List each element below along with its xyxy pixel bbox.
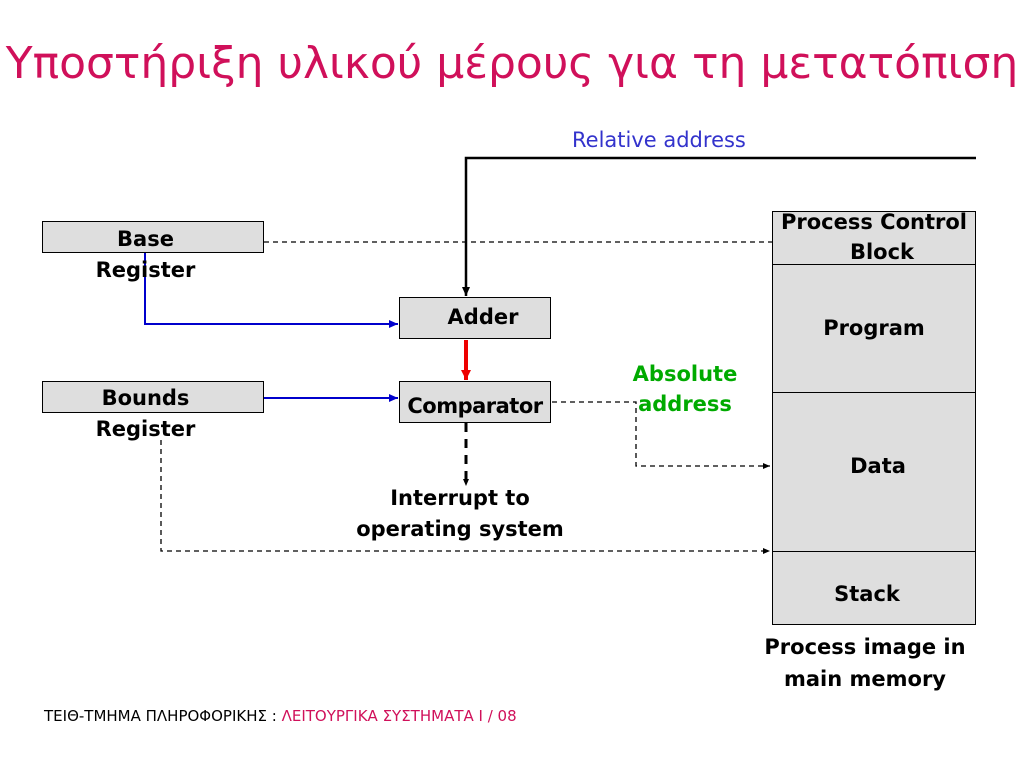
relative-address-label: Relative address	[572, 128, 746, 152]
comparator-label: Comparator	[407, 394, 543, 418]
relative-address-wire	[462, 156, 976, 296]
memory-caption-1: Process image in	[764, 635, 966, 659]
base-register-box	[42, 221, 264, 253]
interrupt-label-1: Interrupt to	[390, 486, 530, 510]
memory-program	[772, 264, 976, 393]
footer-course: ΛΕΙΤΟΥΡΓΙΚΑ ΣΥΣΤΗΜΑΤΑ Ι / 08	[281, 707, 517, 725]
bounds-to-memory-dashed	[160, 440, 770, 554]
pcb-label-1: Process Control	[781, 210, 967, 234]
base-register-label: Base Register	[95, 227, 196, 282]
absolute-address-label-2: address	[638, 392, 732, 416]
memory-caption-2: main memory	[784, 667, 946, 691]
slide-title: Υποστήριξη υλικού μέρους για τη μετατόπι…	[5, 38, 1019, 89]
adder-label: Adder	[447, 305, 519, 329]
footer-department: ΤΕΙΘ-ΤΜΗΜΑ ΠΛΗΡΟΦΟΡΙΚΗΣ :	[44, 707, 282, 725]
bounds-register-label: Bounds Register	[95, 386, 196, 441]
stack-label: Stack	[834, 582, 900, 606]
base-to-adder-wire	[144, 252, 398, 328]
comparator-box	[399, 381, 551, 423]
interrupt-label-2: operating system	[356, 517, 564, 541]
absolute-address-label-1: Absolute	[632, 362, 738, 386]
data-label: Data	[850, 454, 906, 478]
footer: ΤΕΙΘ-ΤΜΗΜΑ ΠΛΗΡΟΦΟΡΙΚΗΣ : ΛΕΙΤΟΥΡΓΙΚΑ ΣΥ…	[44, 707, 517, 725]
memory-stack	[772, 551, 976, 625]
program-label: Program	[823, 316, 925, 340]
memory-data	[772, 392, 976, 552]
bounds-register-box	[42, 381, 264, 413]
adder-box	[399, 297, 551, 339]
pcb-label-2: Block	[849, 240, 915, 264]
